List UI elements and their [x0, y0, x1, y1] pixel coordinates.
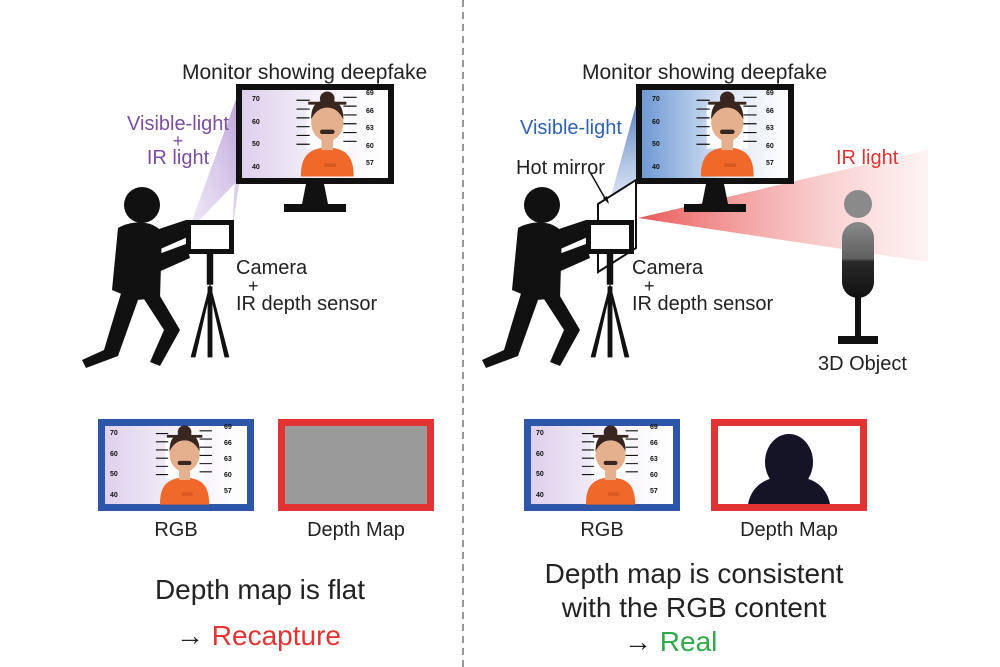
height-mark-right: 60 — [766, 142, 774, 150]
right-ir-light-label: IR light — [836, 147, 899, 169]
height-mark-right: 66 — [224, 440, 232, 447]
height-mark-left: 60 — [652, 118, 660, 126]
hot-mirror-label: Hot mirror — [516, 157, 605, 179]
left-monitor-label: Monitor showing deepfake — [182, 61, 428, 84]
depth-thumbnail-right — [711, 419, 867, 511]
height-mark-right: 57 — [766, 160, 774, 167]
height-mark-right: 63 — [650, 456, 658, 463]
left-rgb-label: RGB — [154, 519, 198, 541]
rgb-thumbnail-left — [98, 419, 254, 511]
height-mark-left: 40 — [110, 492, 118, 499]
height-mark-left: 60 — [110, 450, 118, 458]
right-scene — [482, 84, 928, 511]
height-mark-right: 57 — [650, 488, 658, 495]
left-result-line: → Recapture — [176, 622, 341, 650]
monitor-right — [636, 84, 794, 212]
right-rgb-label: RGB — [580, 519, 624, 541]
left-light-label-line2: IR light — [146, 147, 210, 169]
height-mark-left: 50 — [536, 471, 544, 479]
height-mark-left: 70 — [252, 96, 260, 103]
right-camera-label: Camera — [632, 257, 704, 279]
right-result-line: → Real — [624, 628, 717, 656]
height-mark-left: 60 — [252, 118, 260, 126]
left-camera-label: Camera — [236, 257, 308, 279]
height-mark-right: 66 — [650, 440, 658, 447]
left-scene — [82, 84, 434, 511]
height-mark-right: 69 — [766, 90, 774, 97]
left-conclusion: Depth map is flat — [154, 574, 366, 605]
monitor-left — [236, 84, 394, 212]
height-mark-right: 57 — [224, 488, 232, 495]
3d-object-label: 3D Object — [818, 353, 907, 375]
height-mark-right: 57 — [366, 160, 374, 167]
depth-silhouette — [748, 434, 830, 504]
height-mark-left: 40 — [652, 164, 660, 171]
height-mark-left: 70 — [652, 96, 660, 103]
right-visible-light-label: Visible-light — [520, 117, 622, 139]
height-mark-left: 40 — [536, 492, 544, 499]
right-depth-label: Depth Map — [740, 519, 838, 541]
right-camera-plus: + — [644, 276, 655, 296]
photographer-left — [82, 187, 190, 368]
height-mark-right: 69 — [366, 90, 374, 97]
visible-light-beam — [610, 90, 640, 210]
flat-depth-map — [285, 426, 427, 504]
height-mark-right: 60 — [224, 472, 232, 479]
height-mark-right: 66 — [766, 107, 774, 115]
left-camera-plus: + — [248, 276, 259, 296]
right-result-label: Real — [659, 626, 718, 657]
height-mark-left: 60 — [536, 450, 544, 458]
3d-object — [838, 190, 878, 344]
left-light-plus: + — [172, 131, 184, 151]
height-mark-right: 69 — [224, 424, 232, 431]
right-monitor-label: Monitor showing deepfake — [582, 61, 828, 84]
right-conclusion-line2: with the RGB content — [561, 592, 827, 623]
height-mark-right: 63 — [366, 125, 374, 132]
height-mark-right: 60 — [650, 472, 658, 479]
left-sensor-label: IR depth sensor — [236, 293, 378, 315]
height-mark-right: 63 — [766, 125, 774, 132]
height-mark-right: 60 — [366, 142, 374, 150]
rgb-thumbnail-right — [524, 419, 680, 511]
height-mark-left: 50 — [252, 141, 260, 149]
height-mark-left: 40 — [252, 164, 260, 171]
height-mark-left: 50 — [110, 471, 118, 479]
height-mark-left: 70 — [110, 430, 118, 437]
height-mark-right: 66 — [366, 107, 374, 115]
height-mark-left: 50 — [652, 141, 660, 149]
camera-right — [586, 220, 634, 357]
visible-ir-light-beam — [188, 88, 240, 232]
right-result-arrow: → — [624, 626, 652, 657]
height-mark-right: 63 — [224, 456, 232, 463]
photographer-right — [482, 187, 590, 368]
depth-thumbnail-left — [278, 419, 434, 511]
height-mark-right: 69 — [650, 424, 658, 431]
left-light-label-line1: Visible-light — [127, 113, 229, 135]
left-result-arrow: → — [176, 620, 204, 651]
left-result-label: Recapture — [211, 620, 341, 651]
left-depth-label: Depth Map — [307, 519, 405, 541]
right-conclusion-line1: Depth map is consistent — [544, 558, 844, 589]
right-sensor-label: IR depth sensor — [632, 293, 774, 315]
camera-left — [186, 220, 234, 357]
height-mark-left: 70 — [536, 430, 544, 437]
